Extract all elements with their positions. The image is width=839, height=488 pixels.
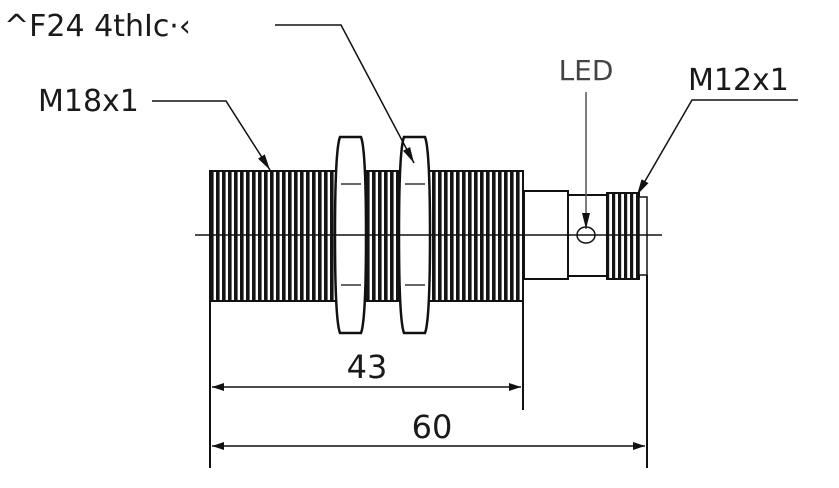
thread-segment-right — [428, 170, 524, 302]
dimension-43-label: 43 — [347, 348, 388, 386]
leader-connector-thread — [636, 99, 798, 196]
thread-segment-left — [209, 170, 338, 302]
thread-segment-middle — [364, 170, 403, 302]
label-nut: ^F24 4thIc·‹ — [4, 9, 191, 44]
label-led: LED — [559, 54, 614, 87]
connector-thread — [606, 192, 640, 280]
label-connector-thread: M12x1 — [688, 63, 789, 98]
dimension-60-label: 60 — [412, 408, 453, 446]
leader-nut — [275, 24, 415, 164]
label-body-thread: M18x1 — [38, 84, 139, 119]
body-thread — [209, 170, 524, 302]
leader-body-thread — [152, 100, 271, 171]
connector-end — [638, 196, 648, 276]
